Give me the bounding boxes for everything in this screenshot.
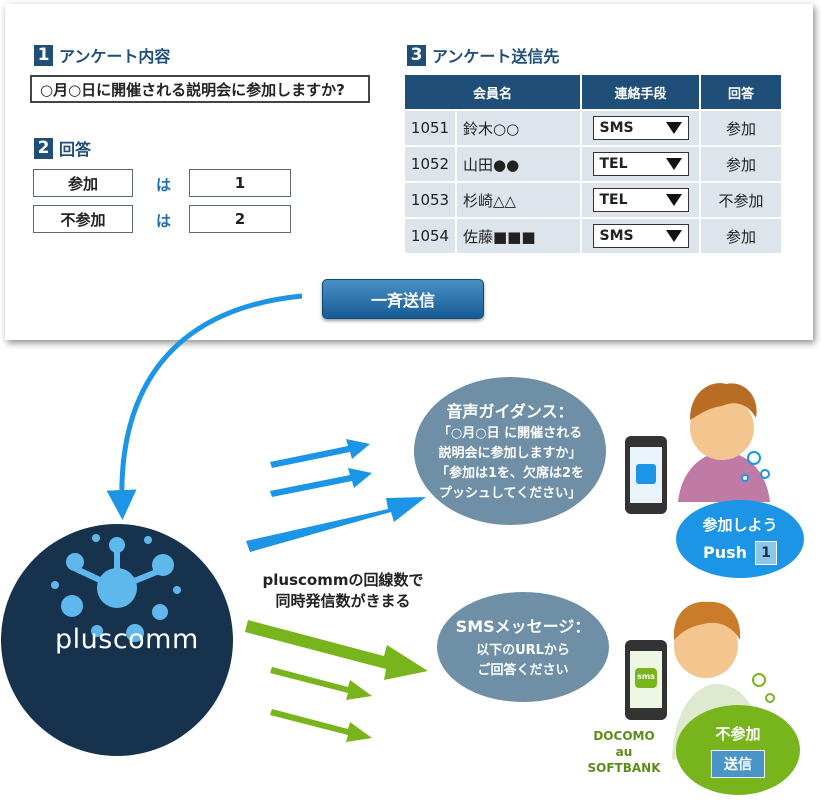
caption-line: 同時発信数がきまる [275,592,411,610]
bubble-line: 以下のURLから [476,643,570,658]
recipients-table: 会員名 連絡手段 回答 1051 鈴木○○ SMS 参加 1052 山田●● T… [403,73,783,255]
bubble-title: 音声ガイダンス： [446,402,574,421]
contact-method-select[interactable]: TEL [592,188,689,212]
bubble-title: SMSメッセージ： [455,617,591,636]
bubble-line: 「参加は1を、欠席は2を [435,466,585,481]
sms-icon-text: sms [637,672,655,681]
bubble-line: ご回答ください [477,663,569,678]
carrier-name: SOFTBANK [587,761,661,775]
column-header-answer: 回答 [701,75,781,109]
green-arrows [245,620,428,742]
section-number: 3 [407,44,426,66]
member-name: 山田●● [457,147,580,181]
phone-icon [625,436,667,514]
answer-value-field[interactable]: 1 [189,169,291,197]
member-answer: 参加 [701,219,781,253]
carrier-list: DOCOMO au SOFTBANK [580,728,668,776]
member-answer: 参加 [701,147,781,181]
person-icon [678,383,770,502]
phone-icon [625,640,667,720]
pluscomm-logo-circle [1,524,233,756]
table-header: 会員名 連絡手段 回答 [405,75,781,109]
pluscomm-logo-text: pluscomm [55,624,199,655]
member-name: 鈴木○○ [457,111,580,145]
blue-arrows [246,439,426,552]
member-name: 杉崎△△ [457,183,580,217]
select-value: TEL [599,192,628,208]
reply-send-button[interactable]: 送信 [711,749,765,778]
center-caption: pluscommの回線数で 同時発信数がきまる [243,570,443,612]
answer-label-field[interactable]: 参加 [33,169,133,197]
equals-text: は [156,176,172,194]
user1-reply: 参加しよう Push 1 [676,500,804,578]
answer-value-field[interactable]: 2 [189,205,291,233]
bubble-line: 「○月○日 に開催される [437,426,583,441]
select-value: TEL [599,156,628,172]
dropdown-arrow-icon [665,158,682,170]
carrier-name: DOCOMO [593,729,655,743]
member-id: 1054 [405,219,455,253]
member-id: 1052 [405,147,455,181]
reply-text: 参加しよう [702,515,778,534]
voice-guidance-bubble: 音声ガイダンス： 「○月○日 に開催される 説明会に参加しますか」 「参加は1を… [414,377,606,525]
contact-method-select[interactable]: TEL [592,152,689,176]
table-row: 1052 山田●● TEL 参加 [405,147,781,181]
member-id: 1051 [405,111,455,145]
blue-arrow-2 [270,468,372,497]
column-header-member: 会員名 [405,75,580,109]
push-text: Push [702,543,748,562]
keypad-key-1[interactable]: 1 [755,540,778,565]
dropdown-arrow-icon [665,122,682,134]
sms-message-bubble: SMSメッセージ： 以下のURLから ご回答ください [437,592,609,702]
member-answer: 参加 [701,111,781,145]
member-id: 1053 [405,183,455,217]
section-2-title: 2 回答 [34,136,91,160]
contact-method-select[interactable]: SMS [592,116,689,140]
bubble-line: プッシュしてください」 [438,486,582,501]
green-arrow-3 [270,709,372,742]
table-row: 1054 佐藤■■■ SMS 参加 [405,219,781,253]
table-row: 1051 鈴木○○ SMS 参加 [405,111,781,145]
section-title-text: 回答 [59,140,92,159]
question-field[interactable]: ○月○日に開催される説明会に参加しますか? [30,75,370,103]
network-icon [51,534,181,642]
carrier-name: au [615,745,633,759]
select-value: SMS [599,120,634,136]
blue-arrow-3 [246,497,426,552]
reply-text: 不参加 [715,724,761,743]
curved-flow-arrow [106,293,303,520]
user2-reply: 不参加 送信 [676,705,800,795]
green-arrow-1 [245,620,428,680]
dropdown-arrow-icon [665,230,682,242]
member-name: 佐藤■■■ [457,219,580,253]
section-number: 1 [34,44,53,66]
bubble-line: 説明会に参加しますか」 [438,446,582,461]
section-number: 2 [34,137,53,159]
answer-label-field[interactable]: 不参加 [33,205,133,233]
bulk-send-button[interactable]: 一斉送信 [322,279,484,319]
contact-method-select[interactable]: SMS [592,224,689,248]
blue-arrow-1 [270,439,370,468]
section-title-text: アンケート内容 [59,47,171,66]
section-title-text: アンケート送信先 [432,47,560,66]
caption-line: pluscommの回線数で [262,571,424,589]
section-3-title: 3 アンケート送信先 [407,43,559,67]
select-value: SMS [599,228,634,244]
member-answer: 不参加 [701,183,781,217]
column-header-method: 連絡手段 [582,75,699,109]
section-1-title: 1 アンケート内容 [34,43,170,67]
green-arrow-2 [270,667,372,700]
dropdown-arrow-icon [665,194,682,206]
equals-text: は [156,212,172,230]
table-row: 1053 杉崎△△ TEL 不参加 [405,183,781,217]
